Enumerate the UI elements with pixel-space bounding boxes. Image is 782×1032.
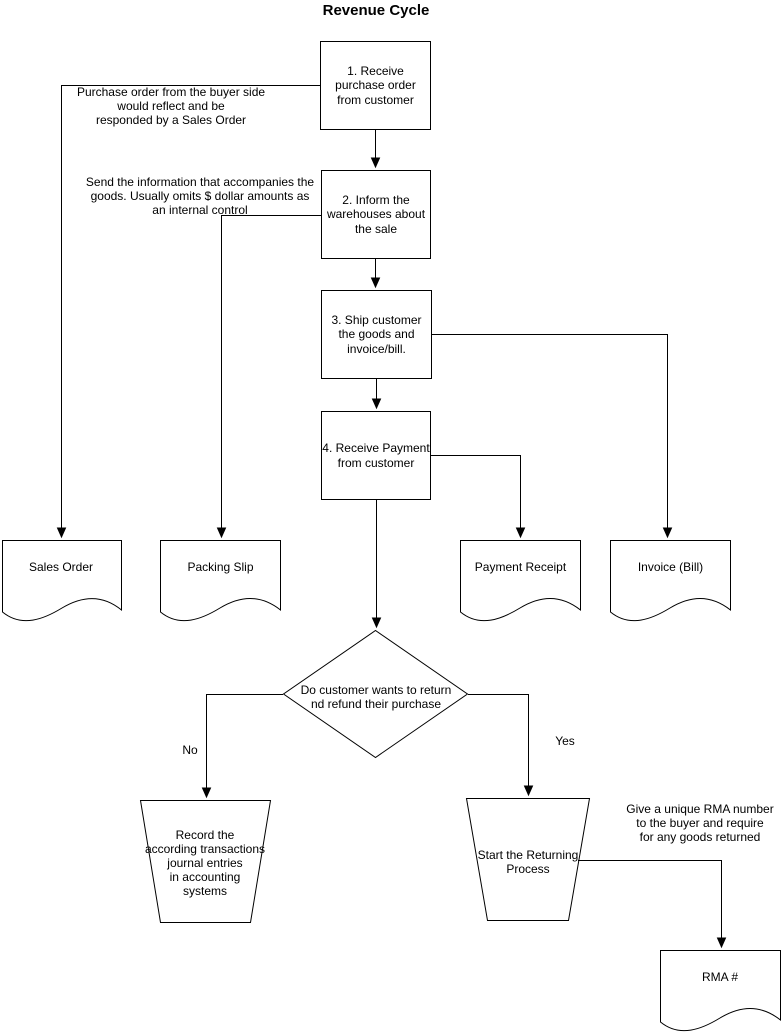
connector-decision-yes-return: [468, 694, 534, 797]
connector-decision-no-record: [201, 694, 283, 799]
connector-step3-invoice: [432, 334, 673, 539]
document-packing-slip-shape: [160, 540, 281, 622]
process-step-3-box: [321, 290, 432, 379]
process-step-2-box: [321, 170, 431, 259]
document-payment-receipt-shape: [460, 540, 581, 622]
operation-record-journal-shape: [139, 800, 272, 923]
operation-start-return-shape: [465, 798, 591, 921]
connector-step2-packing-slip: [216, 215, 321, 539]
connector-step4-payment-receipt: [431, 455, 526, 539]
decision-diamond: [282, 629, 469, 759]
connector-step1-sales-order: [56, 85, 320, 539]
document-rma-shape: [660, 950, 781, 1032]
document-invoice-bill-shape: [610, 540, 731, 622]
process-step-4-box: [321, 411, 431, 500]
connector-return-rma: [578, 860, 727, 949]
document-sales-order-shape: [2, 540, 122, 622]
process-step-1-box: [320, 41, 431, 130]
